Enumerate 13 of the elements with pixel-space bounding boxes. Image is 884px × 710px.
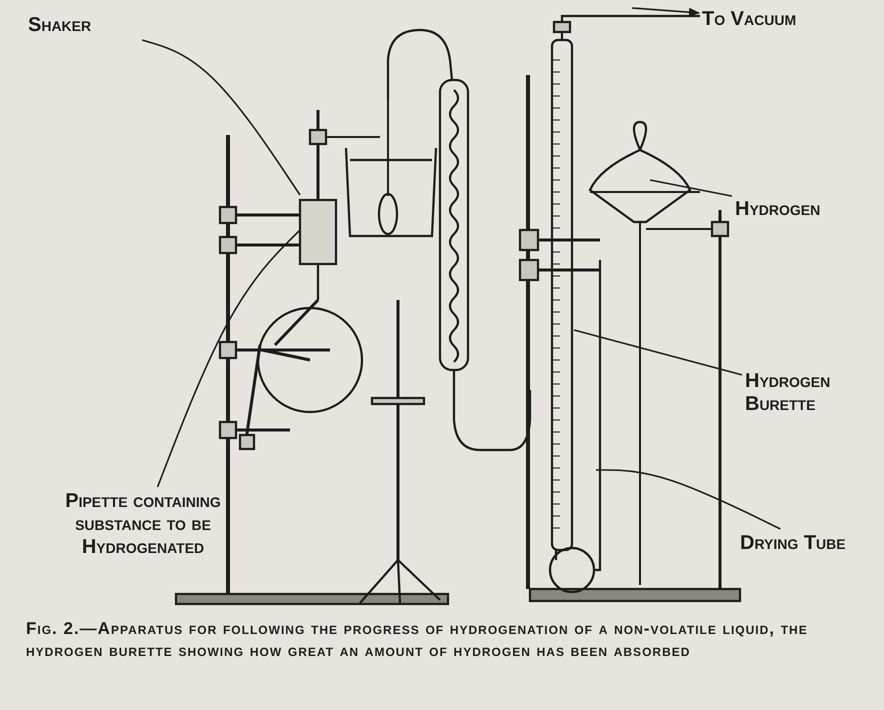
leader-line [650,179,732,197]
leader-line [142,39,301,196]
arrow [632,7,700,17]
part-label: Hydrogen [735,198,865,221]
leader-line [574,329,742,376]
part-label: Shaker [28,14,158,37]
part-label: Hydrogen Burette [745,370,875,416]
part-label: Pipette containing substance to be Hydrogenated [28,490,258,559]
leader-line [156,229,301,488]
leader-line [596,469,781,530]
figure-caption: Fig. 2.—Apparatus for following the progress of hydrogenation of a non-volatile liquid, the hydrogen burette showing how great an amount of hydrogen has been absorbed [26,618,809,662]
part-label: To Vacuum [702,8,872,31]
part-label: Drying Tube [740,532,880,555]
